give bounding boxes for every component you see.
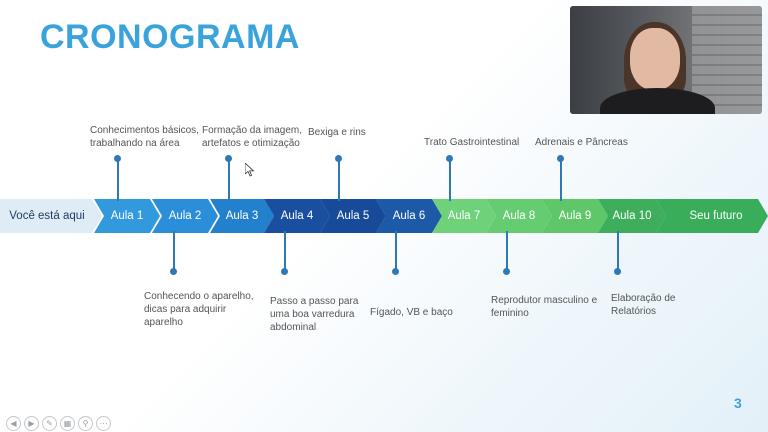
connector-dot-aula-1 bbox=[114, 155, 121, 162]
segment-label: Seu futuro bbox=[689, 210, 743, 222]
pen-icon[interactable]: ✎ bbox=[42, 416, 57, 431]
segment-label: Aula 7 bbox=[447, 210, 481, 222]
segment-label: Aula 3 bbox=[225, 210, 259, 222]
connector-dot-aula-2 bbox=[170, 268, 177, 275]
timeline-segment-aula-6: Aula 6 bbox=[376, 199, 442, 233]
topic-label-aula-3: Formação da imagem, artefatos e otimizaç… bbox=[202, 125, 303, 149]
connector-line-aula-6 bbox=[394, 231, 397, 269]
slide-number: 3 bbox=[734, 395, 742, 411]
timeline-segment-aula-4: Aula 4 bbox=[264, 199, 330, 233]
timeline-segment-you-are-here: Você está aqui bbox=[0, 199, 102, 233]
segment-label: Aula 6 bbox=[392, 210, 426, 222]
connector-line-aula-3 bbox=[227, 159, 230, 201]
more-icon[interactable]: ⋯ bbox=[96, 416, 111, 431]
topic-label-aula-8: Reprodutor masculino e feminino bbox=[491, 295, 598, 319]
timeline-segment-aula-2: Aula 2 bbox=[152, 199, 218, 233]
timeline-band: Você está aqui Aula 1 Aula 2 Aula 3 Aula… bbox=[0, 199, 768, 233]
connector-line-aula-10 bbox=[616, 231, 619, 269]
topic-label-aula-5: Bexiga e rins bbox=[308, 127, 366, 138]
timeline-segment-aula-5: Aula 5 bbox=[320, 199, 386, 233]
connector-line-aula-5 bbox=[337, 159, 340, 201]
connector-line-aula-4 bbox=[283, 231, 286, 269]
presenter-webcam-video bbox=[570, 6, 762, 114]
segment-label: Aula 4 bbox=[280, 210, 314, 222]
presenter-body bbox=[600, 88, 715, 114]
timeline-segment-aula-10: Aula 10 bbox=[598, 199, 666, 233]
segment-label: Aula 2 bbox=[168, 210, 202, 222]
topic-label-aula-9: Adrenais e Pâncreas bbox=[535, 137, 628, 148]
topic-label-aula-4: Passo a passo para uma boa varredura abd… bbox=[270, 296, 359, 333]
presenter-face bbox=[630, 28, 680, 90]
timeline-segment-seu-futuro: Seu futuro bbox=[656, 199, 768, 233]
connector-line-aula-8 bbox=[505, 231, 508, 269]
segment-label: Você está aqui bbox=[9, 210, 85, 222]
previous-icon[interactable]: ◀ bbox=[6, 416, 21, 431]
connector-line-aula-1 bbox=[116, 159, 119, 201]
connector-dot-aula-8 bbox=[503, 268, 510, 275]
segment-label: Aula 1 bbox=[110, 210, 144, 222]
timeline-segment-aula-9: Aula 9 bbox=[542, 199, 608, 233]
topic-label-aula-6: Fígado, VB e baço bbox=[370, 307, 453, 318]
topic-label-aula-7: Trato Gastrointestinal bbox=[424, 137, 520, 148]
timeline-segment-aula-7: Aula 7 bbox=[432, 199, 496, 233]
connector-dot-aula-7 bbox=[446, 155, 453, 162]
connector-dot-aula-3 bbox=[225, 155, 232, 162]
slide-title: CRONOGRAMA bbox=[40, 18, 300, 56]
connector-dot-aula-4 bbox=[281, 268, 288, 275]
topic-label-aula-2: Conhecendo o aparelho, dicas para adquir… bbox=[144, 291, 254, 328]
segment-label: Aula 9 bbox=[558, 210, 592, 222]
timeline-segment-aula-8: Aula 8 bbox=[486, 199, 552, 233]
mouse-cursor-icon bbox=[245, 163, 255, 177]
segment-label: Aula 5 bbox=[336, 210, 370, 222]
connector-line-aula-2 bbox=[172, 231, 175, 269]
timeline-segment-aula-1: Aula 1 bbox=[94, 199, 160, 233]
presenter-toolbar: ◀ ▶ ✎ ▦ ⚲ ⋯ bbox=[6, 416, 111, 431]
connector-dot-aula-6 bbox=[392, 268, 399, 275]
connector-dot-aula-5 bbox=[335, 155, 342, 162]
segment-label: Aula 8 bbox=[502, 210, 536, 222]
connector-line-aula-7 bbox=[448, 159, 451, 201]
segment-label: Aula 10 bbox=[612, 210, 652, 222]
connector-dot-aula-10 bbox=[614, 268, 621, 275]
zoom-icon[interactable]: ⚲ bbox=[78, 416, 93, 431]
topic-label-aula-10: Elaboração de Relatórios bbox=[611, 293, 676, 317]
timeline-segment-aula-3: Aula 3 bbox=[210, 199, 274, 233]
connector-line-aula-9 bbox=[559, 159, 562, 201]
next-icon[interactable]: ▶ bbox=[24, 416, 39, 431]
connector-dot-aula-9 bbox=[557, 155, 564, 162]
topic-label-aula-1: Conhecimentos básicos, trabalhando na ár… bbox=[90, 125, 199, 149]
slides-icon[interactable]: ▦ bbox=[60, 416, 75, 431]
